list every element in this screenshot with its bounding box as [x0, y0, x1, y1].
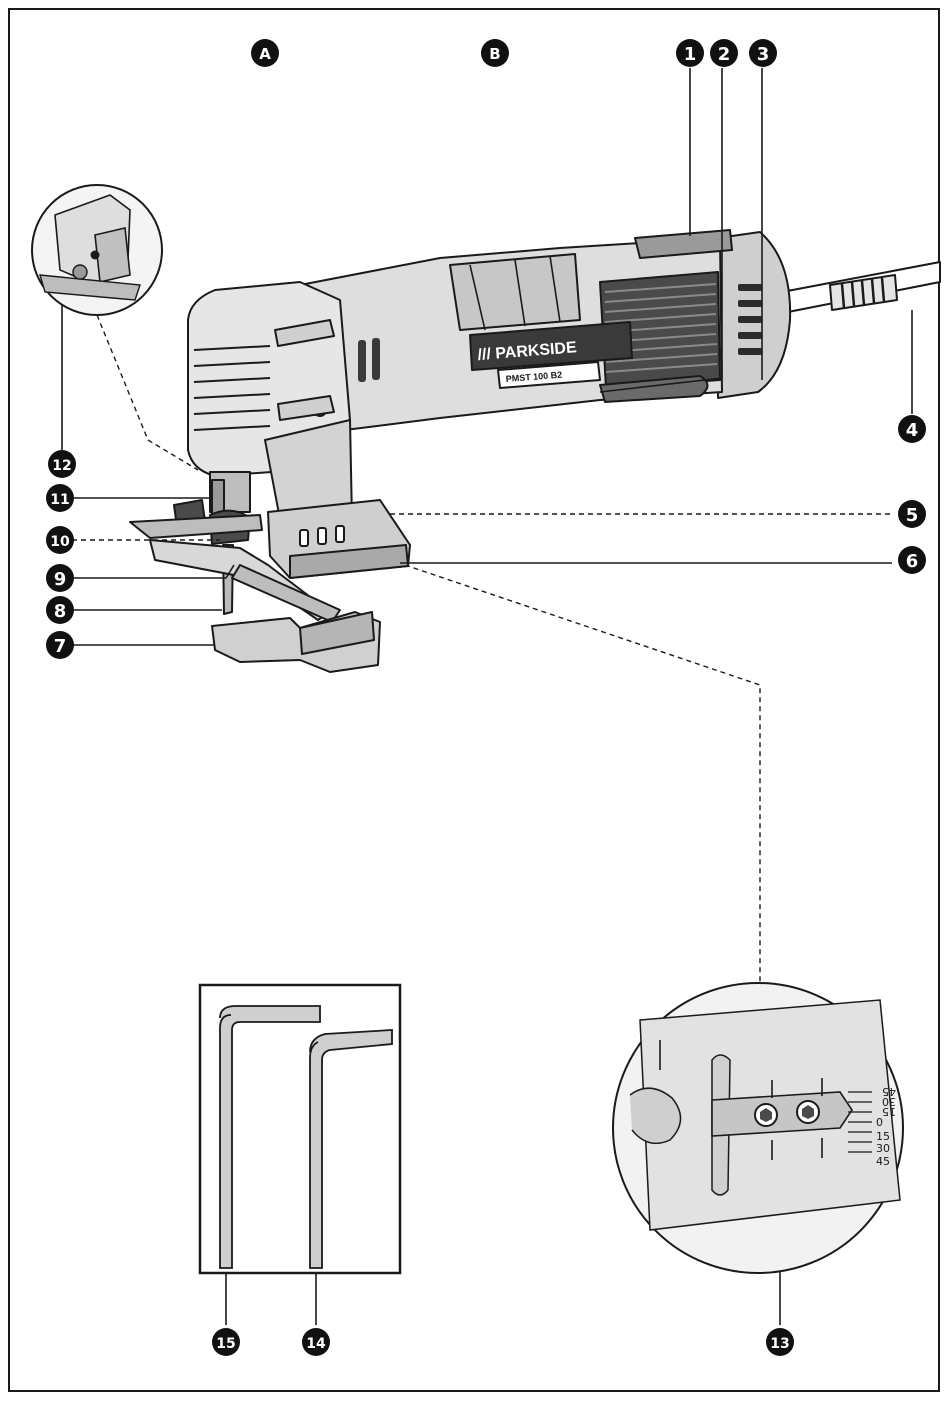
jigsaw-illustration — [130, 230, 940, 672]
callout-3: 3 — [749, 39, 777, 67]
svg-text:5: 5 — [906, 505, 919, 526]
callout-13: 13 — [766, 1328, 794, 1356]
callout-14: 14 — [302, 1328, 330, 1356]
svg-text:A: A — [259, 45, 271, 63]
callout-8: 8 — [46, 596, 74, 624]
svg-text:12: 12 — [52, 458, 71, 474]
rear-cap — [718, 232, 790, 398]
svg-text:3: 3 — [757, 44, 770, 65]
callout-9: 9 — [46, 564, 74, 592]
callout-7: 7 — [46, 631, 74, 659]
allen-keys-box — [200, 985, 400, 1273]
svg-text:2: 2 — [718, 44, 731, 65]
detail-circle-bevel-scale — [613, 983, 903, 1273]
svg-text:11: 11 — [50, 492, 69, 508]
detail-circle-blade-clamp — [32, 185, 162, 315]
callout-6: 6 — [898, 546, 926, 574]
callout-B: B — [481, 39, 509, 67]
callout-A: A — [251, 39, 279, 67]
svg-text:14: 14 — [306, 1336, 326, 1352]
svg-text:15: 15 — [216, 1336, 235, 1352]
callout-5: 5 — [898, 500, 926, 528]
callout-2: 2 — [710, 39, 738, 67]
callout-10: 10 — [46, 526, 74, 554]
svg-text:6: 6 — [906, 551, 919, 572]
scale-label-0: 0 — [876, 1116, 883, 1129]
svg-text:10: 10 — [50, 534, 70, 550]
callout-4: 4 — [898, 415, 926, 443]
scale-label-45-bottom: 45 — [876, 1155, 890, 1168]
callout-12: 12 — [48, 450, 76, 478]
svg-text:13: 13 — [770, 1336, 789, 1352]
svg-text:4: 4 — [906, 420, 919, 441]
svg-text:9: 9 — [54, 569, 67, 590]
scale-label-15-top: 15 — [882, 1105, 896, 1118]
scale-label-30-bottom: 30 — [876, 1142, 890, 1155]
svg-text:1: 1 — [684, 44, 697, 65]
svg-text:7: 7 — [54, 636, 67, 657]
callout-11: 11 — [46, 484, 74, 512]
svg-text:8: 8 — [54, 601, 67, 622]
svg-text:B: B — [489, 45, 500, 63]
callout-1: 1 — [676, 39, 704, 67]
callout-15: 15 — [212, 1328, 240, 1356]
